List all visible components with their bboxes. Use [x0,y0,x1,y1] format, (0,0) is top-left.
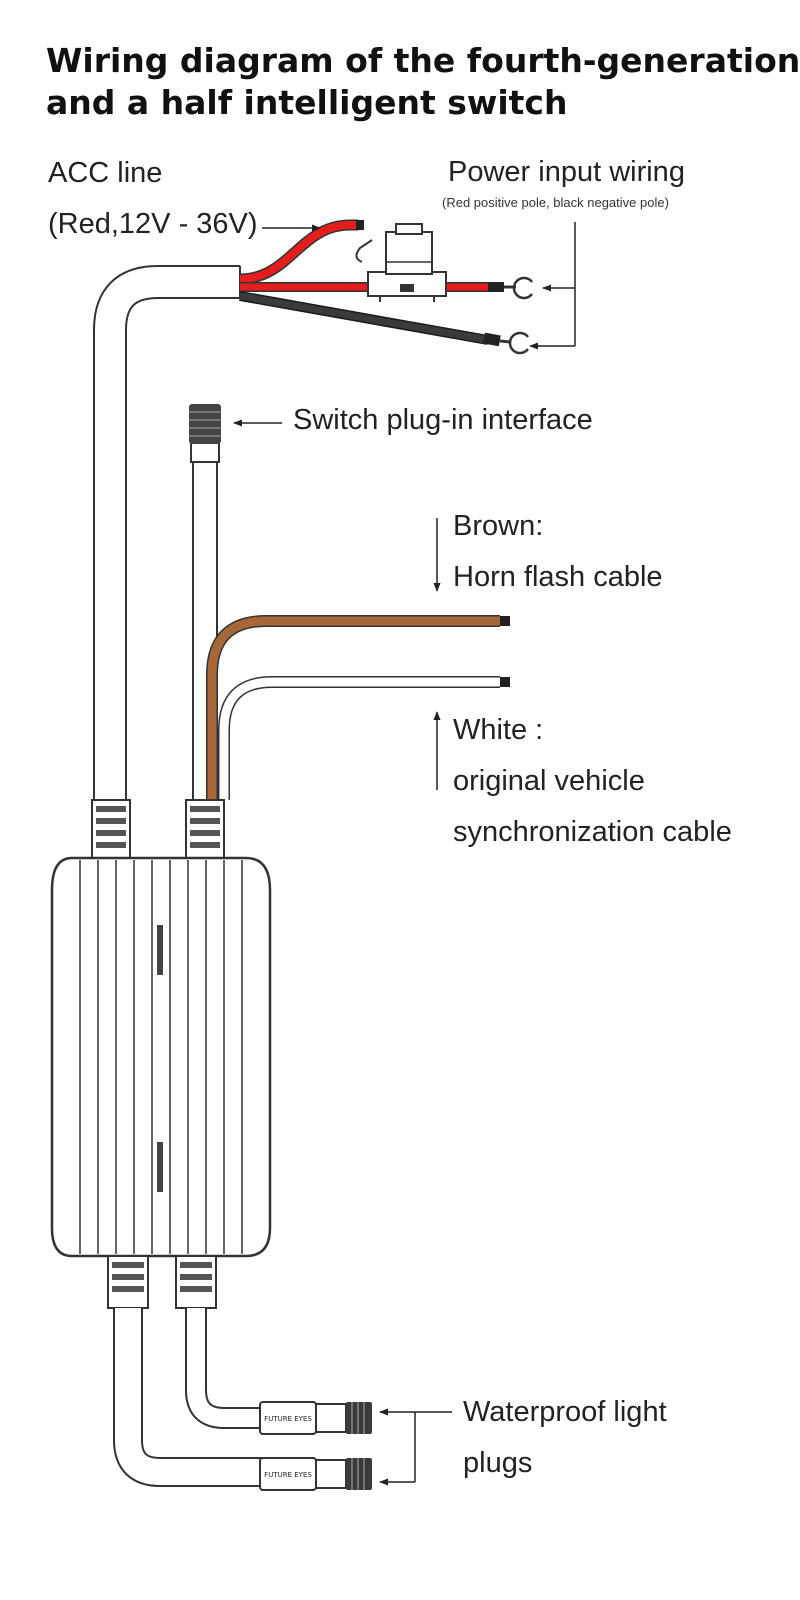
red-fork-terminal [504,276,533,300]
waterproof-plug-upper: FUTURE EYES [259,1401,372,1435]
acc-red-wire [239,219,364,285]
white-wire-title: White : [453,714,544,746]
white-wire-desc-1: original vehicle [453,765,645,797]
acc-line-label: ACC line [48,157,163,189]
acc-spec-label: (Red,12V - 36V) [48,208,258,240]
black-fork-terminal [499,331,529,355]
bottom-strain-relief-right [175,1255,217,1309]
power-polarity-note: (Red positive pole, black negative pole) [442,195,669,210]
brown-wire-desc: Horn flash cable [453,561,663,593]
bottom-strain-relief-left [107,1255,149,1309]
light-cable-upper [185,1308,262,1429]
light-cable-lower [113,1308,262,1487]
white-wire-desc-2: synchronization cable [453,816,732,848]
title-line-1: Wiring diagram of the fourth-generation [46,41,800,80]
top-strain-relief-right [185,799,225,861]
power-black-wire [239,291,501,347]
switch-connector [189,404,221,444]
top-strain-relief-left [91,799,131,861]
brown-wire-title: Brown: [453,510,544,542]
power-input-label: Power input wiring [448,156,685,188]
power-bracket-arrows [529,222,576,350]
waterproof-bracket-arrows [379,1408,452,1486]
diagram-title: Wiring diagram of the fourth-generation … [46,40,800,124]
brown-wire [206,615,510,800]
switch-interface-label: Switch plug-in interface [293,404,593,436]
fuse-holder [355,223,447,302]
plug-brand-lower: FUTURE EYES [264,1471,312,1479]
waterproof-plug-lower: FUTURE EYES [259,1457,372,1491]
switch-module [50,856,272,1258]
plug-brand-upper: FUTURE EYES [264,1415,312,1423]
waterproof-label-1: Waterproof light [463,1396,667,1428]
white-wire [218,676,510,800]
waterproof-label-2: plugs [463,1447,533,1479]
title-line-2: and a half intelligent switch [46,83,568,122]
